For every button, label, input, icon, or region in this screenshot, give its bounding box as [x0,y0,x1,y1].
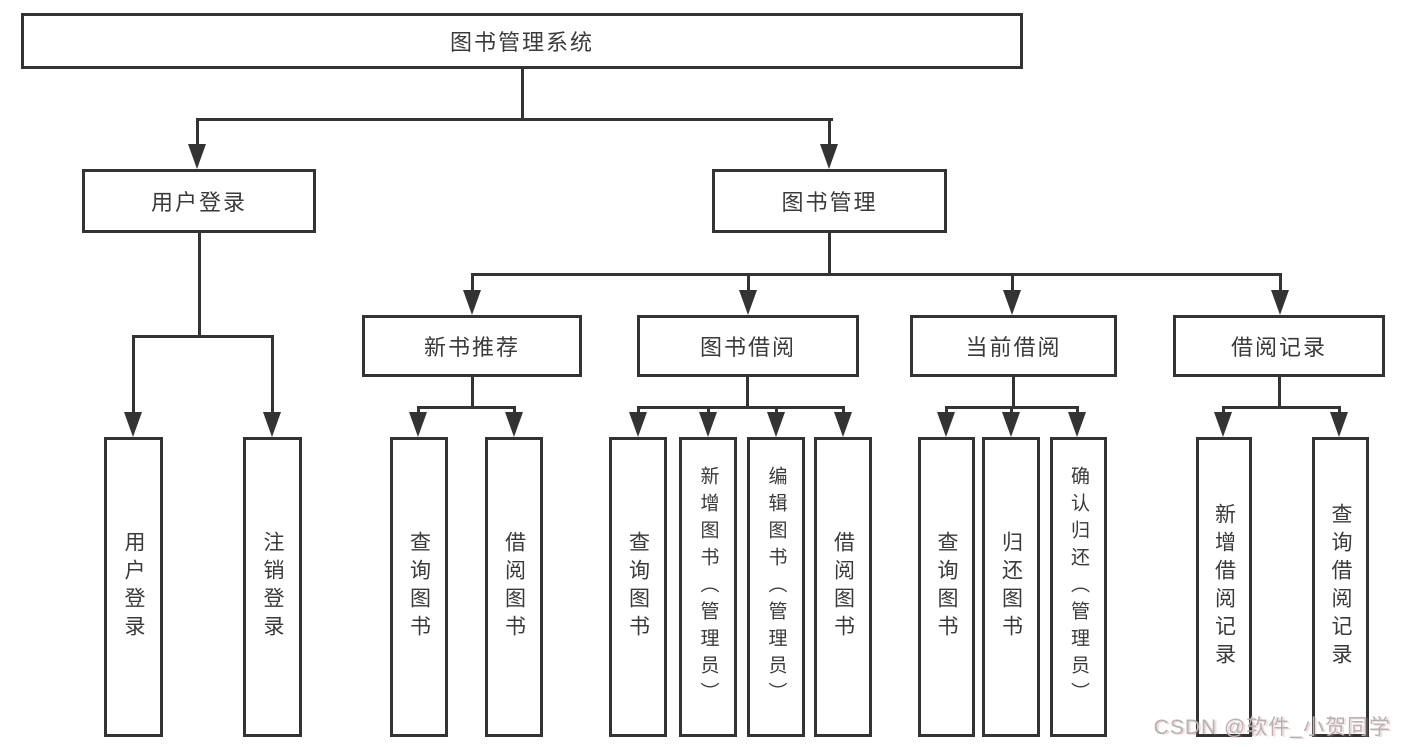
leaf-bb-query-books-label: 查询图书 [626,531,650,643]
edge-line [747,273,750,292]
arrowhead-down-icon [834,412,852,437]
node-book-management: 图书管理 [712,169,947,233]
arrowhead-down-icon [820,144,838,169]
leaf-cb-query-books-label: 查询图书 [935,531,958,643]
node-borrowing-records-label: 借阅记录 [1230,335,1327,360]
edge-line [828,118,831,146]
node-new-book-recommendation-label: 新书推荐 [423,335,520,360]
node-borrowing-records: 借阅记录 [1173,315,1385,377]
node-root-label: 图书管理系统 [449,30,594,55]
edge-line [417,406,420,414]
edge-line [1278,377,1281,406]
leaf-br-query-record-label: 查询借阅记录 [1329,503,1352,671]
leaf-br-add-record: 新增借阅记录 [1196,437,1252,737]
leaf-bb-borrow-books: 借阅图书 [814,437,872,737]
edge-line [1338,406,1341,414]
arrowhead-down-icon [1271,290,1289,315]
edge-line [271,335,274,414]
edge-line [707,406,710,414]
leaf-br-query-record: 查询借阅记录 [1312,437,1369,737]
leaf-logout: 注销登录 [243,437,302,737]
edge-line [842,406,845,414]
arrowhead-down-icon [1003,290,1021,315]
edge-line [196,118,199,146]
edge-line [637,406,845,409]
arrowhead-down-icon [1068,412,1086,437]
leaf-nb-borrow-books: 借阅图书 [485,437,543,737]
arrowhead-down-icon [263,412,281,437]
edge-line [132,335,274,338]
node-root: 图书管理系统 [21,13,1023,69]
edge-line [196,118,833,121]
edge-line [1011,273,1014,292]
node-current-borrowing-label: 当前借阅 [965,335,1062,360]
node-user-login: 用户登录 [82,169,316,233]
node-book-management-label: 图书管理 [781,190,878,215]
edge-line [1222,406,1341,409]
edge-line [1279,273,1282,292]
csdn-watermark: CSDN @软件_小贺同学 [1153,716,1391,739]
arrowhead-down-icon [124,412,142,437]
edge-line [1076,406,1079,414]
arrowhead-down-icon [767,412,785,437]
arrowhead-down-icon [409,412,427,437]
leaf-bb-borrow-books-label: 借阅图书 [831,531,855,643]
edge-line [198,233,201,335]
leaf-nb-borrow-books-label: 借阅图书 [502,531,526,643]
leaf-user-login-label: 用户登录 [122,531,145,643]
leaf-cb-confirm-return-admin: 确认归还（管理员） [1050,437,1107,737]
arrowhead-down-icon [463,290,481,315]
arrowhead-down-icon [739,290,757,315]
node-book-borrowing: 图书借阅 [637,315,859,377]
arrowhead-down-icon [1330,412,1348,437]
arrowhead-down-icon [629,412,647,437]
edge-line [637,406,640,414]
edge-line [417,406,516,409]
edge-line [828,233,831,273]
edge-line [1012,377,1015,406]
leaf-cb-confirm-return-admin-label: 确认归还（管理员） [1068,465,1089,709]
node-current-borrowing: 当前借阅 [910,315,1117,377]
edge-line [1010,406,1013,414]
edge-line [471,273,1282,276]
leaf-logout-label: 注销登录 [261,531,284,643]
arrowhead-down-icon [699,412,717,437]
leaf-cb-query-books: 查询图书 [918,437,975,737]
arrowhead-down-icon [188,144,206,169]
edge-line [471,273,474,292]
leaf-nb-query-books: 查询图书 [390,437,448,737]
leaf-bb-add-books-admin-label: 新增图书（管理员） [697,465,719,709]
leaf-bb-query-books: 查询图书 [609,437,667,737]
leaf-br-add-record-label: 新增借阅记录 [1212,503,1236,671]
edge-line [132,335,135,414]
edge-line [775,406,778,414]
leaf-bb-edit-books-admin-label: 编辑图书（管理员） [765,465,787,709]
node-user-login-label: 用户登录 [150,190,247,215]
arrowhead-down-icon [1214,412,1232,437]
edge-line [1222,406,1225,414]
leaf-bb-add-books-admin: 新增图书（管理员） [679,437,737,737]
node-book-borrowing-label: 图书借阅 [699,335,796,360]
edge-line [513,406,516,414]
arrowhead-down-icon [1002,412,1020,437]
leaf-cb-return-books: 归还图书 [982,437,1040,737]
leaf-cb-return-books-label: 归还图书 [999,531,1023,643]
leaf-nb-query-books-label: 查询图书 [407,531,431,643]
leaf-bb-edit-books-admin: 编辑图书（管理员） [747,437,805,737]
edge-line [945,406,948,414]
arrowhead-down-icon [937,412,955,437]
leaf-user-login: 用户登录 [104,437,163,737]
node-new-book-recommendation: 新书推荐 [362,315,582,377]
edge-line [746,377,749,406]
edge-line [521,69,524,118]
arrowhead-down-icon [505,412,523,437]
edge-line [471,377,474,406]
